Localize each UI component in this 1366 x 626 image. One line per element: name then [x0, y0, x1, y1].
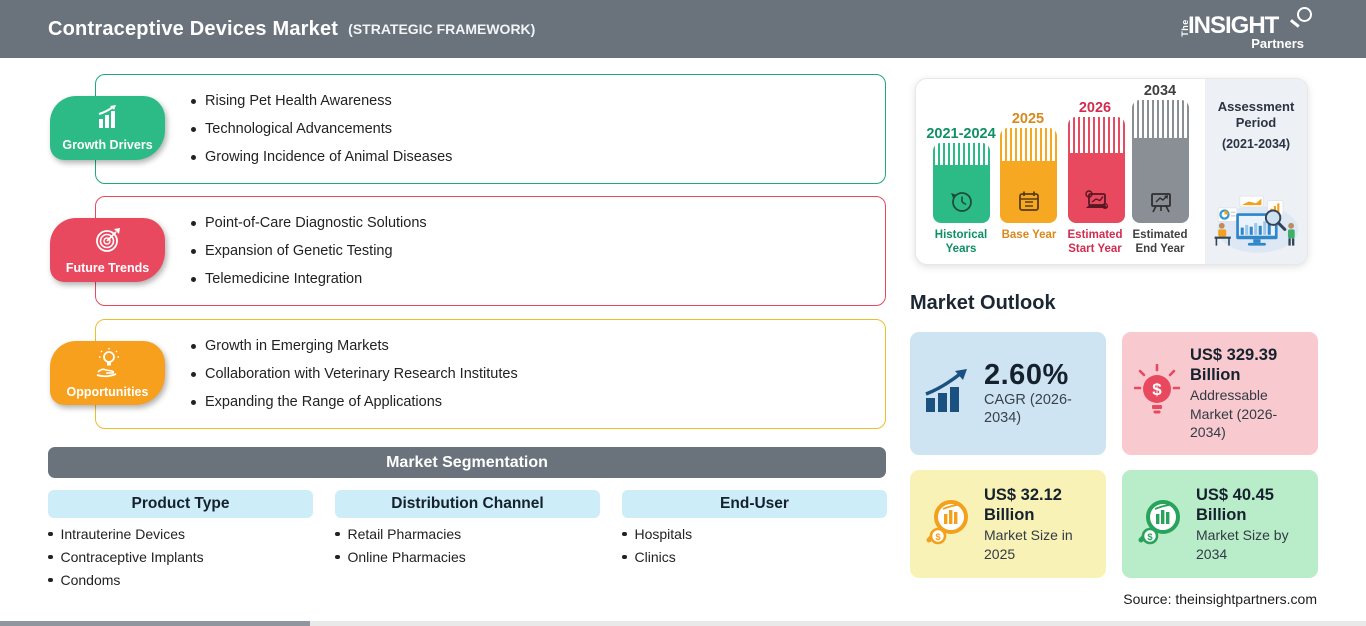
assessment-period-title: Assessment Period [1217, 99, 1295, 130]
bar-growth-icon [92, 104, 124, 136]
growth-drivers-box: Rising Pet Health Awareness Technologica… [95, 74, 886, 184]
header-title-wrap: Contraceptive Devices Market (STRATEGIC … [48, 0, 535, 58]
bar-year-label: 2025 [1011, 111, 1045, 127]
badge-label: Growth Drivers [62, 138, 153, 152]
market-outlook-title: Market Outlook [910, 292, 1056, 314]
cagr-value: 2.60% [984, 358, 1069, 391]
bar-stripes [933, 143, 990, 165]
magnifier-chart-green-icon: $ [1134, 496, 1186, 553]
list-item: Condoms [48, 572, 328, 588]
list-item: Intrauterine Devices [48, 526, 328, 542]
history-clock-icon [950, 192, 972, 212]
market-size-2025-card: $ US$ 32.12 Billion Market Size in 2025 [910, 470, 1106, 578]
bulb-hand-icon [92, 347, 124, 383]
future-trends-box: Point-of-Care Diagnostic Solutions Expan… [95, 196, 886, 306]
list-item: Expansion of Genetic Testing [191, 243, 885, 259]
assessment-period-panel: Assessment Period (2021-2034) [1205, 79, 1307, 264]
list-item: Point-of-Care Diagnostic Solutions [191, 215, 885, 231]
segment-header-product-type: Product Type [48, 490, 313, 518]
magnifier-lens-icon [1297, 7, 1312, 22]
bulb-dollar-icon: $ [1133, 363, 1181, 423]
analytics-illustration [1211, 193, 1301, 260]
bar-caption: Estimated End Year [1132, 229, 1188, 255]
svg-text:$: $ [1152, 380, 1162, 399]
list-item: Rising Pet Health Awareness [191, 93, 885, 109]
list-item: Clinics [622, 549, 902, 565]
estimated-start-year-bar [1068, 117, 1125, 223]
segment-header-label: Product Type [131, 495, 230, 512]
laptop-chart-icon [1084, 190, 1108, 210]
badge-label: Opportunities [66, 384, 149, 399]
list-item: Hospitals [622, 526, 902, 542]
source-attribution: Source: theinsightpartners.com [1123, 591, 1317, 607]
bar-body [1068, 153, 1125, 223]
list-item: Expanding the Range of Applications [191, 394, 885, 410]
header-bar: Contraceptive Devices Market (STRATEGIC … [0, 0, 1366, 58]
calendar-icon [1018, 191, 1039, 211]
bar-stripes [1132, 100, 1189, 138]
opportunities-badge: Opportunities [50, 341, 165, 405]
product-type-list: Intrauterine Devices Contraceptive Impla… [48, 526, 328, 588]
page-subtitle: (STRATEGIC FRAMEWORK) [348, 21, 536, 37]
list-item: Collaboration with Veterinary Research I… [191, 366, 885, 382]
market-label: Addressable Market (2026-2034) [1190, 387, 1278, 441]
magnifier-handle-icon [1290, 19, 1300, 28]
target-dart-icon [93, 226, 123, 259]
segmentation-title: Market Segmentation [386, 453, 548, 471]
insight-partners-logo: The INSIGHT Partners [1180, 7, 1312, 52]
distribution-channel-list: Retail Pharmacies Online Pharmacies [335, 526, 615, 565]
market-value: US$ 40.45 Billion [1196, 486, 1274, 524]
market-value: US$ 32.12 Billion [984, 486, 1062, 524]
market-label: Market Size in 2025 [984, 527, 1073, 562]
base-year-bar [1000, 128, 1057, 223]
badge-label: Future Trends [65, 260, 150, 275]
bar-body [933, 165, 990, 223]
market-size-2034-card: $ US$ 40.45 Billion Market Size by 2034 [1122, 470, 1318, 578]
market-value: US$ 329.39 Billion [1190, 346, 1278, 385]
page-title: Contraceptive Devices Market [48, 17, 339, 40]
easel-chart-icon [1150, 193, 1171, 213]
segment-header-label: End-User [720, 495, 789, 512]
market-segmentation-bar: Market Segmentation [48, 447, 886, 478]
opportunities-box: Growth in Emerging Markets Collaboration… [95, 319, 886, 429]
bar-body [1132, 138, 1189, 223]
svg-text:$: $ [935, 532, 941, 543]
list-item: Retail Pharmacies [335, 526, 615, 542]
segment-header-end-user: End-User [622, 490, 887, 518]
market-label: Market Size by 2034 [1196, 527, 1289, 562]
list-item: Contraceptive Implants [48, 549, 328, 565]
growth-drivers-badge: Growth Drivers [50, 96, 165, 160]
cagr-chart-icon [922, 368, 974, 419]
bar-caption: Historical Years [934, 229, 988, 255]
bar-year-label: 2021-2024 [926, 126, 996, 142]
bar-caption: Base Year [1001, 229, 1057, 241]
magnifier-chart-orange-icon: $ [922, 496, 974, 553]
bar-body [1000, 161, 1057, 223]
future-trends-badge: Future Trends [50, 218, 165, 282]
historical-years-bar [933, 143, 990, 223]
estimated-end-year-bar [1132, 100, 1189, 223]
horizontal-scrollbar[interactable] [0, 621, 1366, 626]
list-item: Growth in Emerging Markets [191, 338, 885, 354]
bar-caption: Estimated Start Year [1067, 229, 1123, 255]
scrollbar-thumb[interactable] [0, 621, 310, 626]
segment-header-label: Distribution Channel [391, 495, 544, 512]
cagr-card: 2.60% CAGR (2026-2034) [910, 332, 1106, 455]
list-item: Online Pharmacies [335, 549, 615, 565]
assessment-period-range: (2021-2034) [1221, 137, 1291, 151]
segment-header-distribution-channel: Distribution Channel [335, 490, 600, 518]
list-item: Growing Incidence of Animal Diseases [191, 149, 885, 165]
end-user-list: Hospitals Clinics [622, 526, 902, 565]
addressable-market-card: $ US$ 329.39 Billion Addressable Market … [1122, 332, 1318, 455]
svg-text:$: $ [1147, 532, 1153, 543]
bar-year-label: 2034 [1143, 83, 1177, 99]
bar-stripes [1000, 128, 1057, 161]
logo-partners-text: Partners [1251, 36, 1304, 51]
bar-year-label: 2026 [1078, 100, 1112, 116]
list-item: Technological Advancements [191, 121, 885, 137]
cagr-label: CAGR (2026-2034) [984, 391, 1072, 427]
list-item: Telemedicine Integration [191, 271, 885, 287]
logo-insight-text: INSIGHT [1188, 12, 1279, 39]
bar-stripes [1068, 117, 1125, 153]
